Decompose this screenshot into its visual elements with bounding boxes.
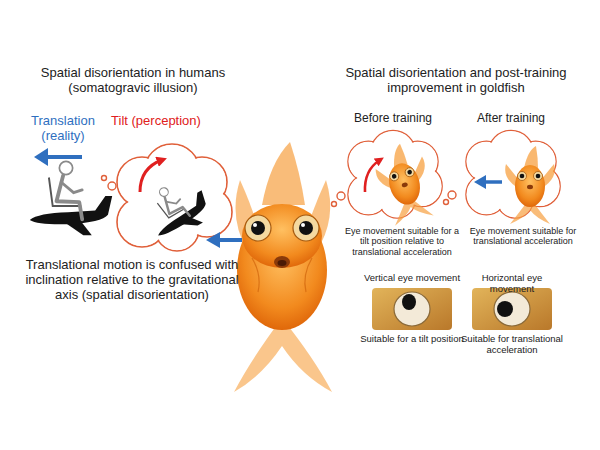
person-figure xyxy=(152,183,190,227)
eye-photo-part xyxy=(372,288,452,330)
eye-movement-note: Eye movement suitable for a tilt positio… xyxy=(342,226,462,257)
condition-label: Before training xyxy=(343,112,443,126)
eye-photo xyxy=(372,288,452,330)
condition-label-box: After training xyxy=(461,112,561,126)
explanation-text-box: Translational motion is confused with in… xyxy=(22,258,242,303)
goldfish-part xyxy=(299,221,313,235)
goldfish-part xyxy=(252,258,259,292)
reality-label: Translation (reality) xyxy=(18,114,108,144)
photo-label: Vertical eye movement xyxy=(360,273,464,284)
arrow-head xyxy=(206,232,220,248)
goldfish-part xyxy=(253,223,257,227)
bubble-trail xyxy=(444,200,449,205)
bubble-trail xyxy=(332,202,337,207)
photo-caption: Suitable for translational acceleration xyxy=(460,334,564,356)
section-heading-box: Spatial disorientation and post-training… xyxy=(338,66,574,96)
thought-bubble xyxy=(102,144,233,251)
goldfish-part xyxy=(251,221,265,235)
person-figure xyxy=(49,161,82,219)
photo-label-box: Vertical eye movement xyxy=(360,273,464,284)
reality-label-box: Translation (reality) xyxy=(18,114,108,144)
translation-arrow xyxy=(484,180,502,184)
eye-photo-part xyxy=(497,301,513,317)
condition-label: After training xyxy=(461,112,561,126)
goldfish-part xyxy=(274,256,290,268)
bubble-outline xyxy=(117,144,232,251)
goldfish-part xyxy=(242,204,322,268)
bubble-trail xyxy=(448,191,456,199)
eye-photo-part xyxy=(394,292,430,326)
goldfish-part xyxy=(278,260,287,266)
photo-caption-box: Suitable for translational acceleration xyxy=(460,334,564,356)
seated-person xyxy=(49,161,82,219)
explanation-text: Translational motion is confused with in… xyxy=(22,258,242,303)
photo-caption-box: Suitable for a tilt position xyxy=(360,334,464,345)
eye-movement-note: Eye movement suitable for translational … xyxy=(463,226,583,247)
tilted-aircraft xyxy=(139,172,216,246)
eye-movement-note-box: Eye movement suitable for translational … xyxy=(463,226,583,247)
section-heading: Spatial disorientation in humans (somato… xyxy=(20,66,246,96)
bubble-trail xyxy=(102,176,107,181)
eye-photo-part xyxy=(472,288,552,330)
eye-photo-part xyxy=(494,292,530,326)
reality-figure xyxy=(30,148,112,235)
tilt-arrow xyxy=(140,160,162,192)
arrow-head xyxy=(34,148,48,166)
translation-arrow xyxy=(46,155,82,159)
section-heading-box: Spatial disorientation in humans (somato… xyxy=(20,66,246,96)
goldfish-part xyxy=(245,215,271,241)
small-goldfish xyxy=(370,139,438,227)
condition-label-box: Before training xyxy=(343,112,443,126)
perception-label-box: Tilt (perception) xyxy=(110,114,202,129)
section-heading: Spatial disorientation and post-training… xyxy=(338,66,574,96)
goldfish-part xyxy=(293,215,319,241)
thought-bubble xyxy=(444,130,561,224)
translation-arrow xyxy=(218,238,242,242)
tilt-arrow xyxy=(365,160,380,192)
aircraft-silhouette xyxy=(149,190,215,245)
arrow-head xyxy=(474,175,486,189)
bubble-trail xyxy=(108,182,116,190)
goldfish-part xyxy=(301,223,305,227)
eye-photo xyxy=(472,288,552,330)
perception-label: Tilt (perception) xyxy=(110,114,202,129)
photo-label-box: Horizontal eye movement xyxy=(460,273,564,295)
eye-photo-part xyxy=(402,294,416,310)
photo-label: Horizontal eye movement xyxy=(460,273,564,295)
eye-movement-note-box: Eye movement suitable for a tilt positio… xyxy=(342,226,462,257)
goldfish-part xyxy=(305,258,312,292)
thought-bubble xyxy=(332,130,443,227)
bubble-trail xyxy=(337,192,345,200)
small-goldfish xyxy=(505,146,555,224)
goldfish-part xyxy=(262,142,305,205)
photo-caption: Suitable for a tilt position xyxy=(360,334,464,345)
